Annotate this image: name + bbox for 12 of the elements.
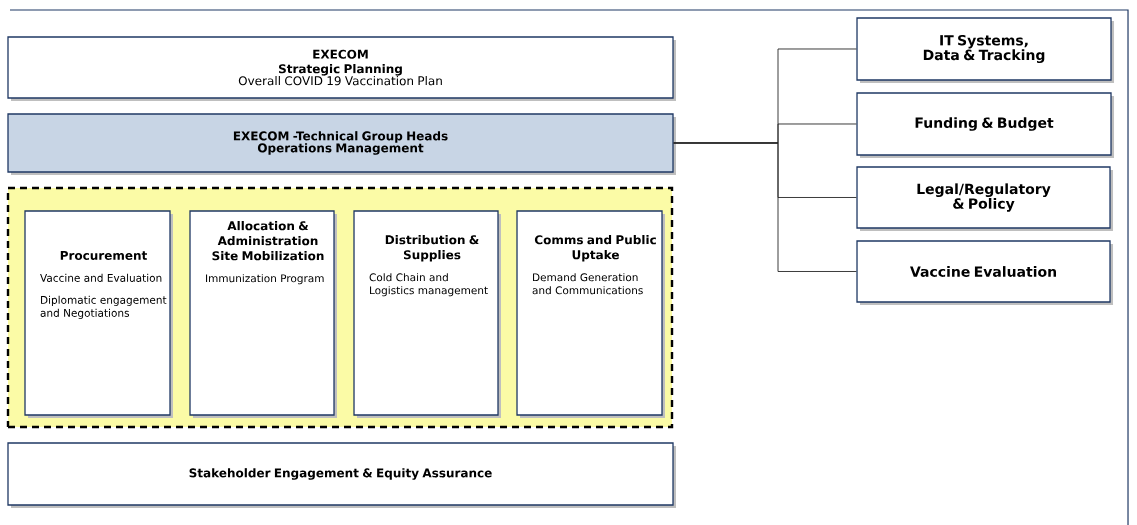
management-box: EXECOM Strategic Planning Overall COVID 19 Vaccination Plan (7, 36, 674, 99)
support-box: Funding & Budget (856, 92, 1112, 156)
support-box: Vaccine Evaluation (856, 240, 1111, 303)
function-box: Allocation & Administration Site Mobilization Immunization Program (189, 210, 335, 416)
support-box: IT Systems, Data & Tracking (856, 17, 1112, 81)
support-box: Legal/Regulatory & Policy (856, 166, 1111, 229)
connector-line (673, 142, 857, 272)
management-box: Stakeholder Engagement & Equity Assurance (7, 442, 674, 506)
management-box: EXECOM -Technical Group Heads Operations Management (7, 113, 674, 173)
function-box: Distribution & Supplies Cold Chain and Logistics management (353, 210, 499, 416)
function-box: Comms and Public Uptake Demand Generation and Communications (516, 210, 663, 416)
function-box: Procurement Vaccine and Evaluation Diplomatic engagement and Negotiations (24, 210, 171, 416)
